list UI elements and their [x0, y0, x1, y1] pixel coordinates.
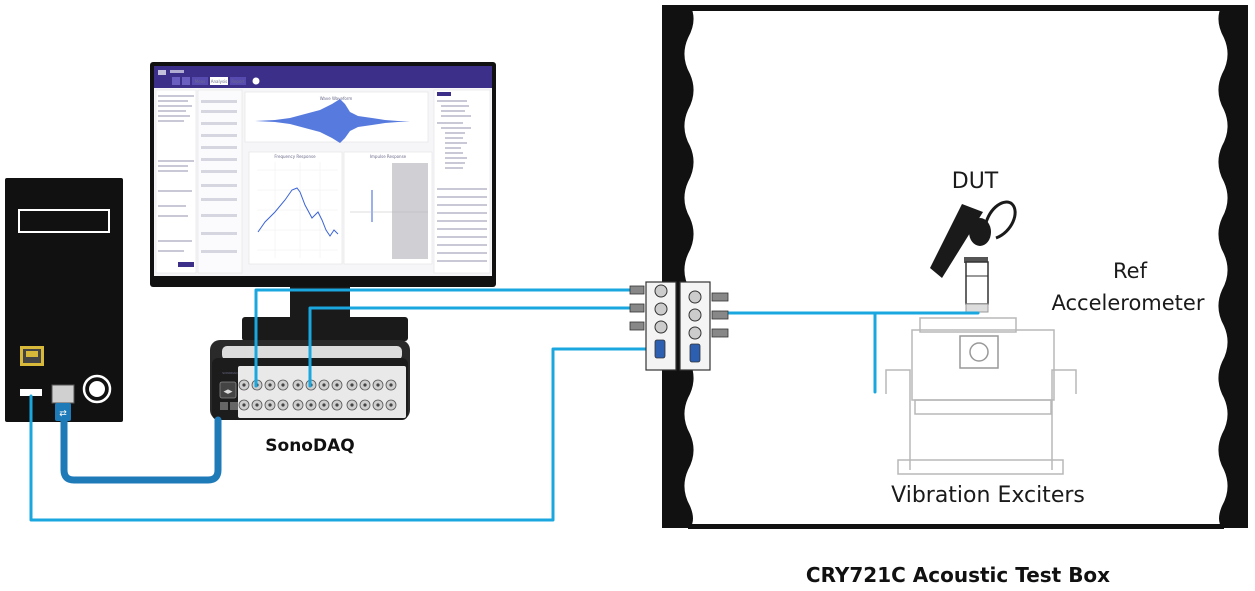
bnc-port-pin: [363, 403, 367, 407]
app-tab-analysis-label: Analysis: [211, 79, 227, 84]
app-tab-report[interactable]: [230, 77, 246, 85]
freq-plot-title: Frequency Response: [274, 154, 316, 159]
bnc-port-pin: [335, 403, 339, 407]
bnc-port-pin: [363, 383, 367, 387]
app-freq-plot: [248, 151, 343, 265]
daq-front-logo: SONODAQ: [222, 371, 238, 375]
box-wall-right: [1218, 5, 1248, 528]
vibration-exciter-icon: [885, 317, 1077, 475]
bnc-port-pin: [281, 383, 285, 387]
monitor: Meas Analysis Report Wave Wav: [150, 62, 496, 341]
dut-label: DUT: [952, 169, 999, 194]
bnc-port-pin: [322, 383, 326, 387]
box-wall-left: [662, 5, 694, 528]
bnc-port-pin: [242, 383, 246, 387]
passthrough-panel-inner: [679, 281, 729, 371]
bnc-port-pin: [389, 403, 393, 407]
sonodaq-label: SonoDAQ: [265, 436, 354, 456]
wave-plot-title: Wave Waveform: [320, 96, 353, 101]
bnc-port-pin: [309, 403, 313, 407]
bnc-port-pin: [376, 403, 380, 407]
usb-cable: [60, 416, 222, 484]
app-right-panel-list: [437, 188, 487, 262]
usb-plug-icon: ⇄: [51, 384, 75, 421]
bnc-port-pin: [389, 383, 393, 387]
bnc-port-pin: [350, 403, 354, 407]
impulse-plot-title: Impulse Response: [370, 154, 407, 159]
app-tab-meas[interactable]: [192, 77, 208, 85]
freq-plot-grid: [257, 162, 338, 258]
ref-label-line1: Ref: [1113, 259, 1148, 283]
bnc-port-pin: [281, 403, 285, 407]
computer-tower: ⇄: [5, 178, 123, 422]
freq-plot-trace: [257, 187, 339, 237]
cable-daq-ch2: [308, 306, 634, 388]
app-left-panel-rows: [158, 95, 194, 252]
bnc-port-pin: [296, 383, 300, 387]
app-right-panel-tree: [437, 100, 471, 169]
drive-bay: [18, 209, 110, 233]
cable-ethernet-to-box: [29, 347, 657, 522]
box-bottom-edge: [688, 524, 1224, 529]
cable-daq-ch1: [254, 288, 634, 388]
passthrough-panel-outer: [629, 281, 677, 371]
app-settings-fields: [201, 100, 237, 253]
svg-text:◂▸: ◂▸: [223, 387, 233, 397]
bnc-port-pin: [242, 403, 246, 407]
bnc-connector-icon: [629, 284, 668, 334]
dut-headset-icon: [930, 200, 1017, 278]
ref-accelerometer-icon: [965, 261, 989, 305]
svg-text:⇄: ⇄: [59, 409, 67, 419]
monitor-stand-base: [242, 317, 408, 341]
bnc-port-pin: [296, 403, 300, 407]
app-left-panel-active-btn[interactable]: [178, 262, 194, 267]
bnc-port-pin: [322, 403, 326, 407]
app-tab-meas-label: Meas: [195, 79, 205, 84]
bnc-port-pin: [350, 383, 354, 387]
box-title-label: CRY721C Acoustic Test Box: [806, 563, 1110, 587]
daq-bnc-ports: [238, 379, 397, 411]
app-right-panel: [433, 89, 491, 274]
wave-plot-trace: [255, 99, 425, 143]
daq-status-button[interactable]: [219, 381, 237, 399]
bnc-port-pin: [268, 403, 272, 407]
bnc-port-pin: [376, 383, 380, 387]
bnc-port-pin: [335, 383, 339, 387]
cables: [29, 288, 980, 522]
ref-label-line2: Accelerometer: [1052, 291, 1205, 315]
power-button-icon: [82, 374, 112, 404]
app-settings-panel: [197, 89, 243, 274]
app-left-panel: [155, 89, 197, 274]
db9-connector-icon: [654, 339, 666, 359]
acoustic-test-box: [662, 5, 1248, 529]
app-tab-analysis[interactable]: [210, 77, 228, 85]
exciter-mount-point: [965, 303, 989, 313]
app-tab-report-label: Report: [231, 79, 245, 84]
bnc-port-pin: [255, 403, 259, 407]
box-top-edge: [688, 5, 1224, 11]
usb-port: [20, 389, 42, 396]
exciters-label: Vibration Exciters: [891, 483, 1085, 508]
bnc-port-pin: [268, 383, 272, 387]
app-logo-icon: [252, 77, 260, 85]
ethernet-port-icon: [20, 346, 44, 366]
impulse-plot-shaded: [392, 163, 428, 259]
